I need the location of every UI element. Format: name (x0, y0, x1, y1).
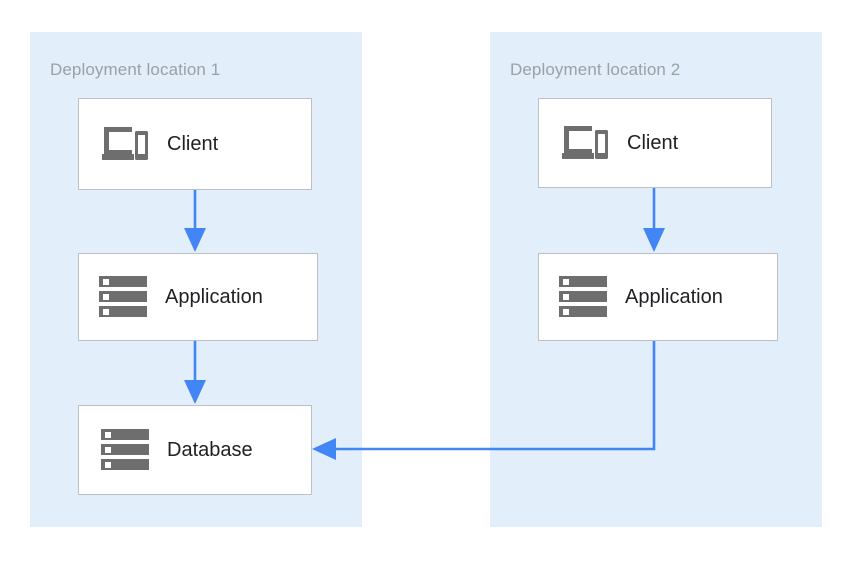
deployment-zone-1-label: Deployment location 1 (50, 60, 221, 79)
node-application-1-label: Application (165, 285, 263, 308)
deployment-zone-2-label: Deployment location 2 (510, 60, 681, 79)
devices-icon (83, 125, 167, 163)
node-client-1[interactable]: Client (78, 98, 312, 190)
node-application-2[interactable]: Application (538, 253, 778, 341)
node-client-2-label: Client (627, 131, 679, 154)
devices-icon (543, 124, 627, 162)
server-icon (81, 275, 165, 319)
node-client-1-label: Client (167, 132, 219, 155)
node-database-1-label: Database (167, 438, 253, 461)
node-database-1[interactable]: Database (78, 405, 312, 495)
server-icon (83, 428, 167, 472)
node-application-1[interactable]: Application (78, 253, 318, 341)
node-application-2-label: Application (625, 285, 723, 308)
node-client-2[interactable]: Client (538, 98, 772, 188)
server-icon (541, 275, 625, 319)
